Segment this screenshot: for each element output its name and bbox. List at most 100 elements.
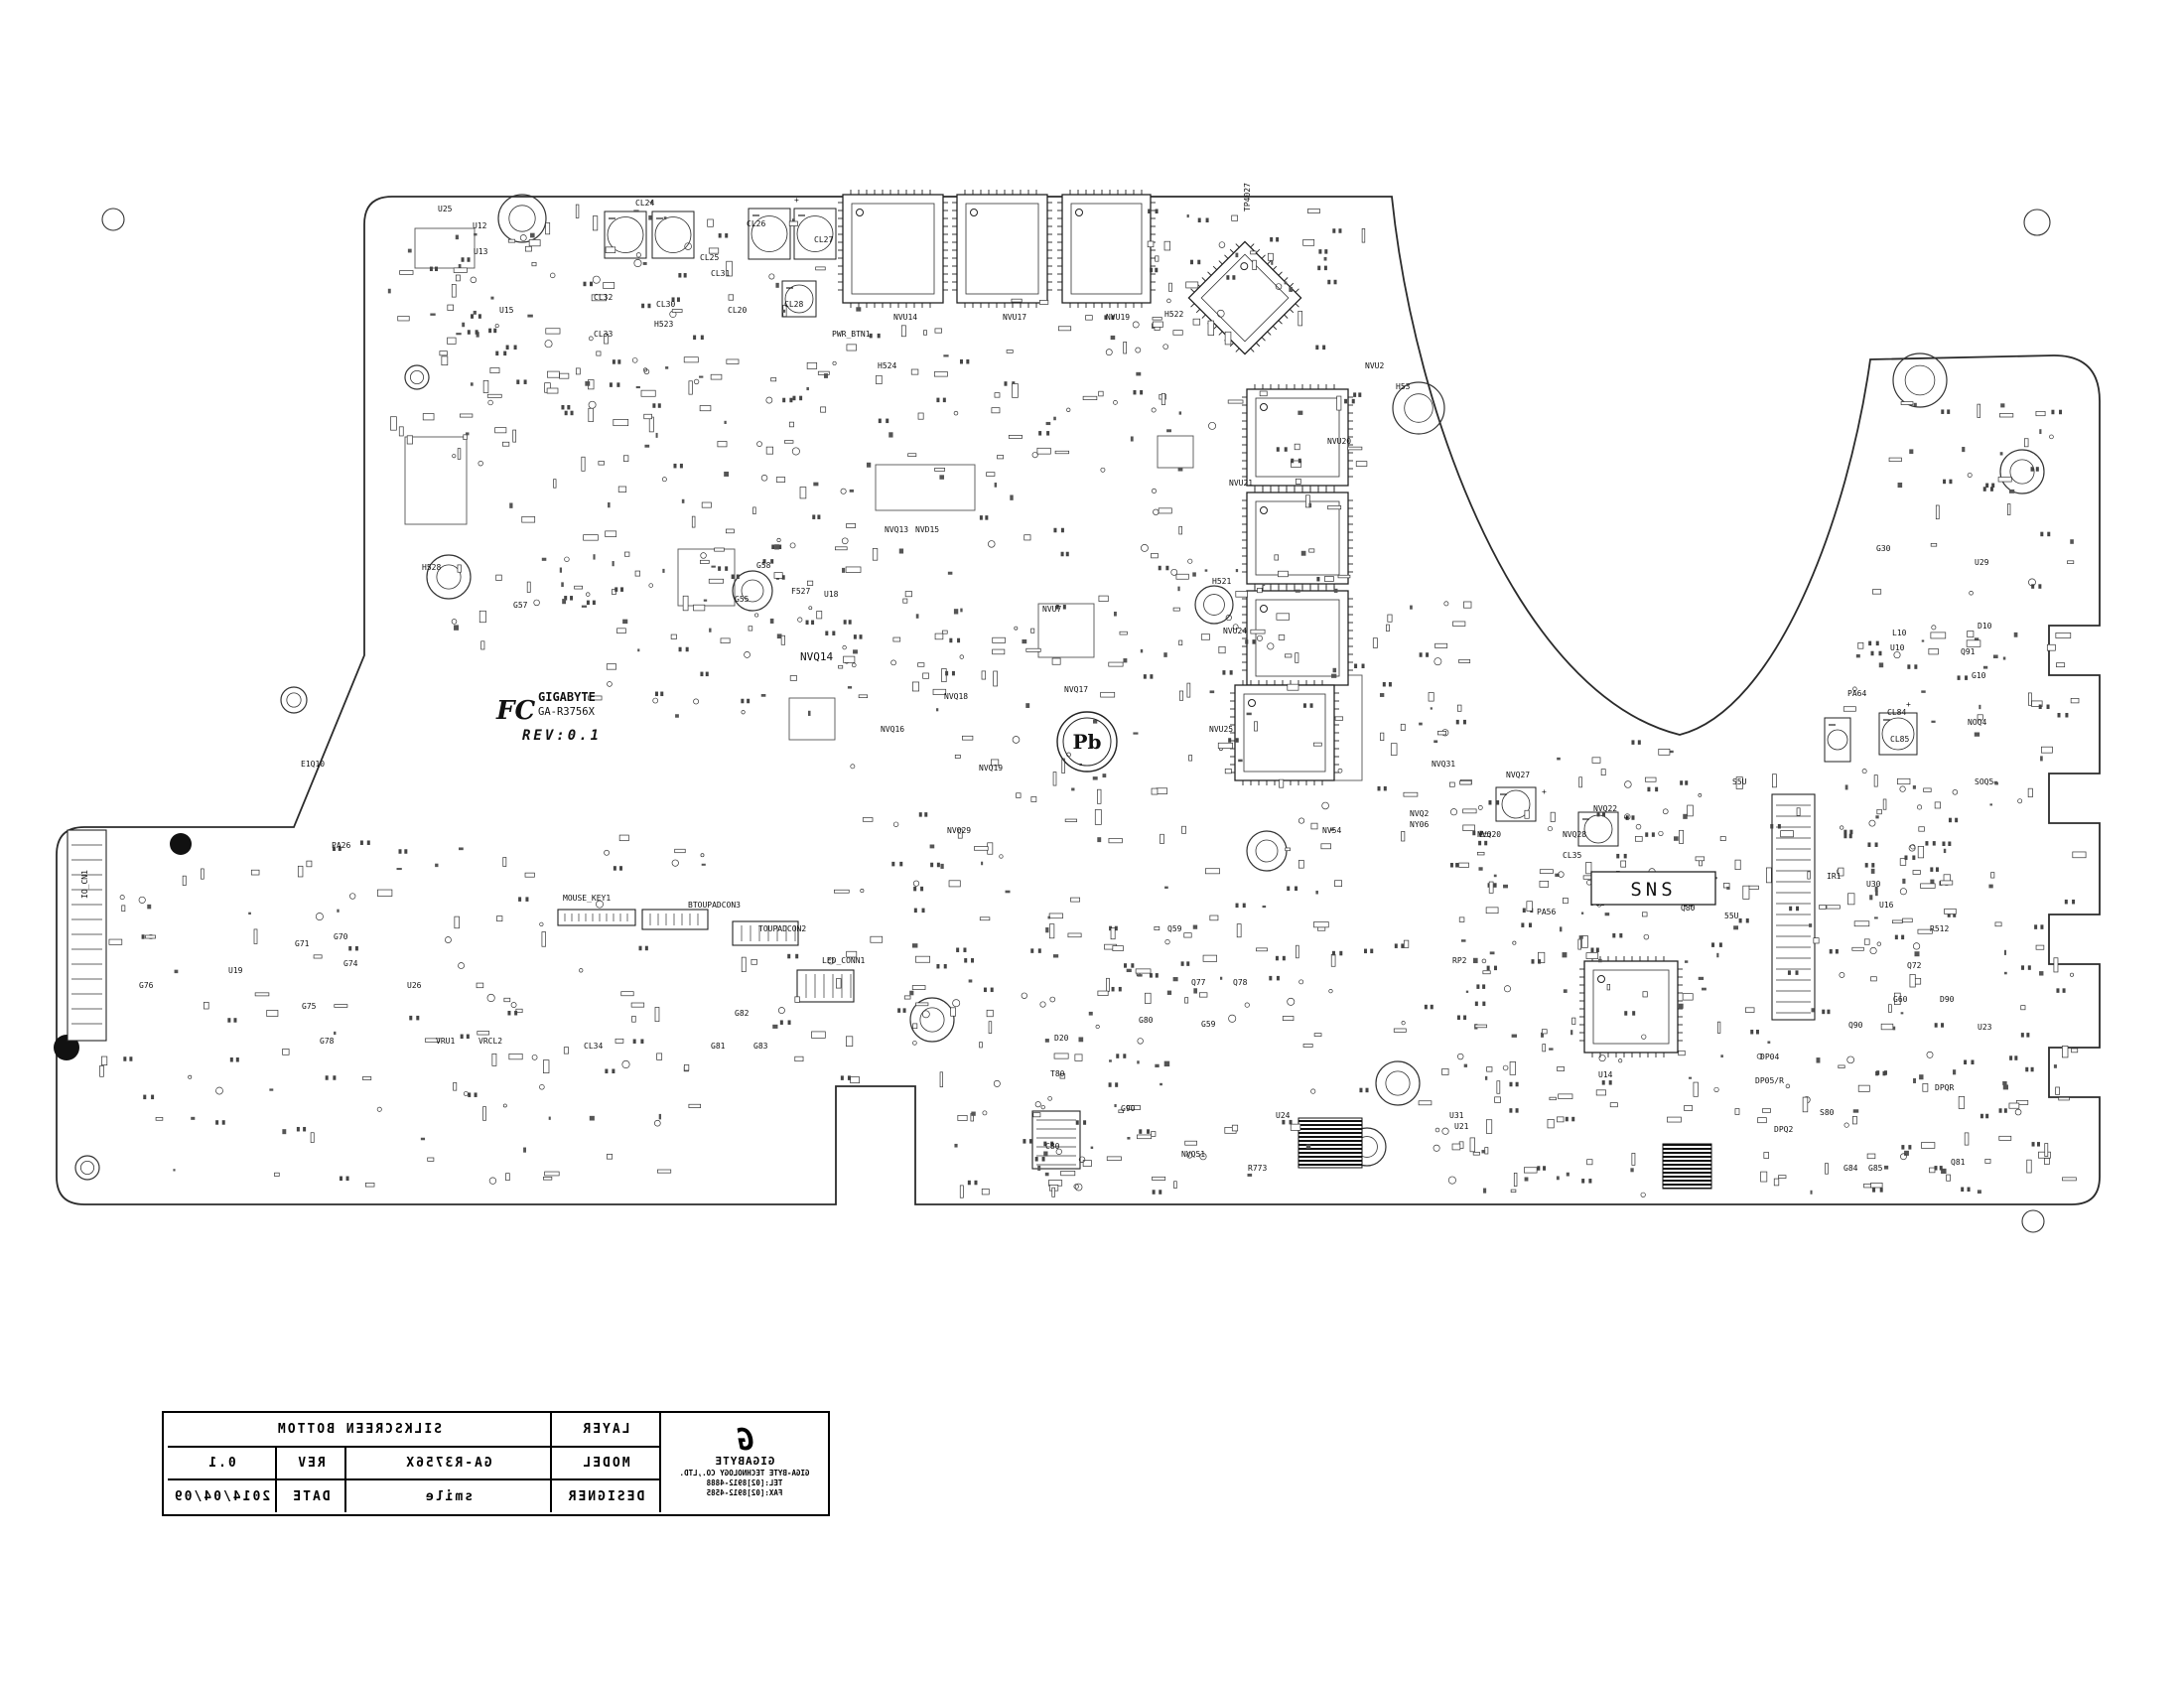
- pad: [725, 566, 729, 571]
- dot-part: [1952, 1069, 1957, 1075]
- pin-tick: [1195, 308, 1201, 314]
- pin1-dot: [856, 209, 864, 216]
- smd-part: [1347, 446, 1363, 451]
- dot-part: [775, 282, 779, 288]
- smd-part: [1291, 460, 1302, 468]
- smd-part: [846, 1036, 854, 1047]
- smd-part: [1052, 772, 1057, 786]
- smd-part: [1192, 318, 1201, 326]
- smd-part: [334, 1004, 348, 1008]
- round-part: [959, 654, 964, 659]
- dot-part: [953, 609, 959, 615]
- ref-label: H53: [1396, 382, 1411, 391]
- smd-part: [1644, 776, 1657, 782]
- ref-label: G83: [753, 1042, 768, 1051]
- pad: [507, 1010, 511, 1016]
- pad: [1941, 409, 1945, 414]
- smd-part: [1642, 991, 1648, 998]
- dot-part: [1555, 873, 1560, 877]
- ref-label: NVQ29: [947, 826, 971, 835]
- dot-part: [173, 1169, 176, 1172]
- smd-part: [1872, 589, 1882, 595]
- pad: [1270, 236, 1274, 242]
- smd-part: [728, 294, 735, 301]
- rev-label: REV: [277, 1446, 346, 1478]
- round-part: [531, 1054, 538, 1060]
- dot-part: [455, 234, 459, 240]
- pad: [1493, 883, 1497, 888]
- smd-part: [1940, 880, 1954, 886]
- smd-part: [1494, 1096, 1501, 1103]
- smd-part: [1813, 937, 1820, 944]
- pad: [1034, 1157, 1038, 1162]
- smd-part: [846, 344, 857, 352]
- smd-part: [1458, 916, 1465, 922]
- smd-part: [306, 860, 313, 868]
- dot-part: [1912, 785, 1916, 789]
- pad: [1159, 1190, 1162, 1195]
- dot-part: [1045, 927, 1049, 933]
- smd-part: [1151, 787, 1159, 795]
- pad: [1531, 959, 1535, 964]
- smd-part: [993, 670, 998, 687]
- pad: [1875, 1070, 1879, 1076]
- round-part: [1658, 830, 1664, 837]
- pad: [516, 379, 520, 384]
- smd-part: [1337, 574, 1351, 579]
- smd-part: [806, 361, 818, 369]
- ref-label: H522: [1164, 310, 1183, 319]
- dot-part: [1308, 502, 1312, 508]
- round-part: [1969, 590, 1974, 596]
- pad: [1401, 943, 1405, 948]
- smd-part: [1224, 769, 1232, 774]
- mounting-hole-inner: [741, 579, 764, 603]
- ref-label: C80: [1045, 1142, 1060, 1151]
- smd-part: [1168, 282, 1172, 292]
- pad: [592, 600, 596, 606]
- pad: [1711, 942, 1715, 947]
- cap-circle: [796, 215, 834, 252]
- smd-part: [1160, 392, 1166, 405]
- smd-part: [1175, 573, 1189, 580]
- smd-part: [1682, 993, 1694, 1001]
- pad: [1624, 1011, 1628, 1016]
- pad: [1829, 948, 1833, 954]
- smd-part: [1542, 1044, 1547, 1053]
- pad: [678, 273, 682, 278]
- mounting-hole: [74, 1155, 100, 1181]
- chip-body: [842, 194, 944, 304]
- dot-part: [1566, 1172, 1570, 1177]
- pad: [853, 634, 857, 639]
- smd-part: [515, 1008, 523, 1014]
- smd-part: [1958, 1096, 1966, 1109]
- ref-label: D20: [1054, 1034, 1069, 1043]
- smd-part: [453, 267, 468, 273]
- smd-part: [799, 487, 807, 499]
- smd-part: [707, 218, 714, 227]
- pad: [1114, 925, 1118, 931]
- dot-part: [559, 567, 563, 573]
- round-part: [1785, 1083, 1791, 1089]
- smd-part: [1178, 690, 1184, 701]
- pad: [609, 382, 613, 387]
- round-part: [119, 895, 125, 901]
- pad: [2003, 1108, 2007, 1113]
- cap-footprint: [793, 208, 837, 260]
- striped-connector: [1662, 1143, 1712, 1190]
- smd-part: [1108, 661, 1124, 667]
- smd-part: [1048, 923, 1055, 939]
- dot-part: [1463, 1063, 1468, 1067]
- pad: [474, 1092, 478, 1097]
- smd-part: [910, 368, 919, 375]
- dot-part: [1037, 1165, 1041, 1171]
- smd-part: [870, 935, 884, 943]
- smd-part: [654, 1007, 660, 1023]
- dot-part: [642, 261, 647, 265]
- dot-part: [1022, 638, 1027, 644]
- smd-part: [1893, 992, 1901, 1006]
- pad: [811, 620, 815, 626]
- pin-tick: [1235, 348, 1240, 352]
- smd-part: [1184, 1140, 1197, 1146]
- smd-part: [957, 1115, 968, 1121]
- dot-part: [842, 567, 846, 573]
